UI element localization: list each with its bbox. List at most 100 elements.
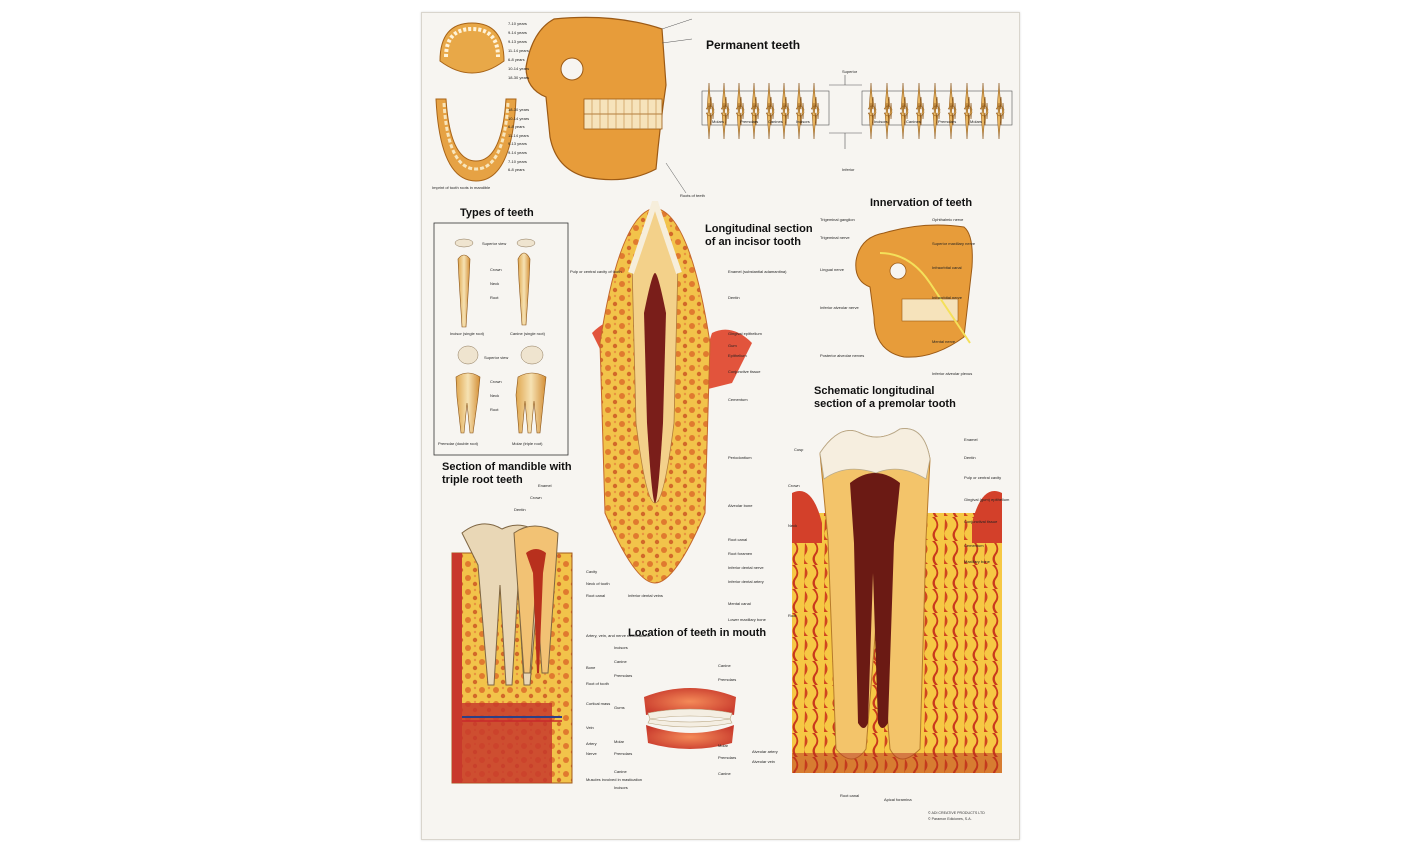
- mandible-right-label: Root canal: [586, 593, 606, 598]
- incisor-right-label: Cementum: [728, 397, 748, 402]
- imprint-label: Imprint of tooth roots in mandible: [432, 185, 491, 190]
- schematic-right-label: Cementum: [964, 543, 984, 548]
- types-root-label-2: Root: [490, 407, 499, 412]
- tooth-row: [867, 82, 1005, 120]
- schematic-section-title: Schematic longitudinal section of a prem…: [814, 385, 956, 410]
- age-label-upper: 10-14 years: [508, 66, 530, 71]
- age-label-lower: 9-13 years: [508, 141, 527, 147]
- mandible-right-label: Cortical mass: [586, 701, 611, 706]
- incisor-right-label: Alveolar bone: [728, 503, 753, 508]
- schematic-right-label: Dentin: [964, 455, 976, 460]
- canine-tooth-icon: [516, 238, 536, 326]
- tooth-mark: [765, 102, 775, 140]
- innervation-title: Innervation of teeth: [870, 197, 973, 209]
- types-molar-label: Molar (triple root): [512, 441, 543, 446]
- age-label-lower: 18-30 years: [508, 107, 530, 112]
- types-neck-label-2: Neck: [490, 393, 500, 398]
- schematic-right-label: Conjunctival tissue: [964, 519, 998, 524]
- types-incisor-label: Incisor (single root): [450, 331, 485, 336]
- mandible-right-label: Nerve: [586, 751, 597, 756]
- location-left-label: Premolars: [614, 673, 633, 678]
- incisor-section-illustration: [592, 200, 752, 584]
- skull-lateral-illustration: [525, 16, 693, 194]
- incisor-right-label: Enamel (substantial adamantina): [728, 269, 787, 274]
- tooth-mark: [720, 102, 730, 140]
- mandible-right-label: Bone: [586, 665, 596, 670]
- innervation-left-label: Posterior alveolar nerves: [820, 353, 865, 358]
- mandible-arch-illustration: [435, 98, 517, 182]
- innervation-left-label: Inferior alveolar nerve: [820, 305, 859, 310]
- location-left-label: Gums: [614, 705, 625, 710]
- location-left-label: Incisors: [614, 645, 628, 650]
- row-label-left: Canines: [768, 119, 783, 124]
- innervation-right-label: Infraorbital nerve: [932, 295, 963, 300]
- row-label-left: Incisors: [796, 119, 810, 124]
- schematic-bottom-label: Root canal: [840, 793, 860, 798]
- tooth-mark: [705, 102, 715, 140]
- schematic-right-label: Enamel: [964, 437, 978, 442]
- mouth-teeth-illustration: [644, 688, 736, 749]
- schematic-left-label: Root: [788, 613, 797, 618]
- incisor-right-label: Periodontium: [728, 455, 752, 460]
- location-left-label: Canine: [614, 659, 627, 664]
- molar-tooth-icon: [515, 345, 547, 434]
- tooth-row: [705, 102, 820, 140]
- age-label-lower: 10-14 years: [508, 115, 530, 121]
- tooth-mark: [780, 102, 790, 140]
- incisor-right-label: Root foramen: [728, 551, 753, 556]
- permanent-teeth-chart: [701, 75, 1013, 149]
- types-canine-label: Canine (single root): [510, 331, 545, 336]
- longitudinal-section-title: Longitudinal section of an incisor tooth: [705, 223, 813, 248]
- age-label-upper: 6-8 years: [508, 57, 525, 62]
- schematic-bottom-label: Apical foramina: [884, 797, 912, 802]
- schematic-left-label: Alveolar vein: [752, 759, 775, 764]
- mandible-right-label: Muscles involved in mastication: [586, 777, 643, 782]
- age-label-lower: 6-8 years: [508, 167, 525, 173]
- credit-line-2: © Paramon Ediciones, S.A.: [928, 817, 972, 821]
- incisor-right-label: Inferior dental nerve: [728, 565, 764, 570]
- location-left-label: Incisors: [614, 785, 628, 790]
- tooth-mark: [947, 102, 957, 140]
- row-label-right: Molars: [970, 119, 983, 124]
- incisor-right-label: Root canal: [728, 537, 748, 542]
- age-label-upper: 9-13 years: [508, 39, 527, 44]
- age-label-lower: 9-14 years: [508, 150, 527, 155]
- incisor-right-label: Gingival epithelium: [728, 331, 762, 336]
- anatomy-poster: Permanent teeth Types of teeth Longitudi…: [421, 12, 1020, 840]
- schematic-left-label: Alveolar artery: [752, 749, 778, 754]
- location-left-label: Premolars: [614, 751, 633, 756]
- premolar-tooth-icon: [455, 345, 481, 434]
- incisor-right-label: Inferior dental artery: [728, 579, 764, 584]
- types-superior-view-label-2: Superior view: [484, 355, 509, 360]
- schematic-right-label: Pulp or central cavity: [964, 475, 1002, 480]
- row-label-right: Incisors: [874, 119, 888, 124]
- innervation-right-label: Inferior alveolar plexus: [932, 371, 973, 376]
- age-label-upper: 18-30 years: [508, 75, 530, 80]
- incisor-right-label: Mental canal: [728, 601, 751, 606]
- location-right-label: Premolars: [718, 677, 737, 682]
- tooth-mark: [795, 102, 805, 140]
- row-label-left: Premolars: [740, 119, 759, 124]
- incisor-right-label: Epithelium: [728, 353, 747, 358]
- roots-label: Roots of teeth: [680, 193, 705, 198]
- age-label-upper: 11-14 years: [508, 48, 529, 53]
- mandible-right-label: Artery: [586, 741, 597, 746]
- location-right-label: Molar: [718, 743, 729, 748]
- tooth-mark: [810, 102, 820, 140]
- tooth-row: [867, 102, 1005, 140]
- innervation-right-label: Ophthalmic nerve: [932, 217, 964, 222]
- mandible-right-label: Neck of tooth: [586, 581, 610, 586]
- incisor-bottom-label: Inferior dental veins: [628, 593, 663, 598]
- superior-label: Superior: [842, 69, 858, 74]
- types-premolar-label: Premolar (double root): [438, 441, 479, 446]
- types-neck-label: Neck: [490, 281, 500, 286]
- row-label-left: Molars: [712, 119, 725, 124]
- incisor-tooth-icon: [454, 238, 474, 328]
- location-title: Location of teeth in mouth: [628, 627, 767, 639]
- row-label-right: Premolars: [938, 119, 957, 124]
- tooth-mark: [979, 102, 989, 140]
- tooth-row: [705, 82, 820, 120]
- types-of-teeth-title: Types of teeth: [460, 207, 534, 219]
- types-of-teeth-box: [433, 222, 569, 456]
- mandible-right-label: Artery, vein, and nerve ramifications: [586, 633, 650, 638]
